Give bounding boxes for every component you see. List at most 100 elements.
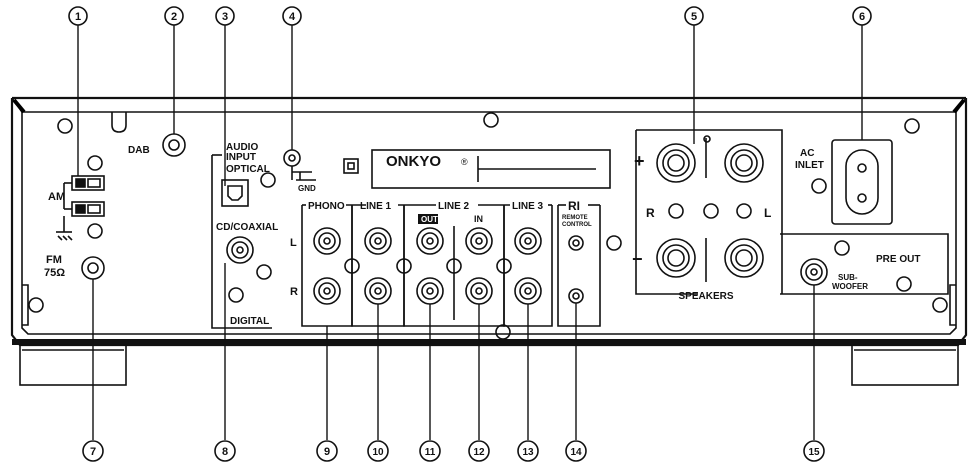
callout-14: 14 bbox=[565, 440, 587, 462]
right-foot bbox=[851, 344, 959, 386]
callout-9: 9 bbox=[316, 440, 338, 462]
screw-hole bbox=[396, 258, 412, 274]
line3-r-jack[interactable] bbox=[514, 277, 542, 305]
optical-label: OPTICAL bbox=[226, 164, 270, 175]
ac-inlet-socket[interactable] bbox=[831, 139, 893, 225]
callout-4: 4 bbox=[282, 6, 302, 26]
screw-hole bbox=[606, 235, 622, 251]
speaker-right-label: R bbox=[646, 206, 655, 220]
screw-hole bbox=[932, 297, 948, 313]
coaxial-digital-input[interactable] bbox=[226, 236, 254, 264]
brand-plate: ONKYO ® bbox=[343, 149, 611, 189]
phono-l-jack[interactable] bbox=[313, 227, 341, 255]
callout-7: 7 bbox=[82, 440, 104, 462]
callout-1: 1 bbox=[68, 6, 88, 26]
am-label: AM bbox=[48, 191, 65, 203]
remote-label: REMOTE bbox=[562, 215, 588, 221]
svg-text:10: 10 bbox=[372, 447, 384, 458]
speaker-l-minus-terminal[interactable] bbox=[724, 238, 764, 278]
subwoofer-pre-out-jack[interactable] bbox=[800, 258, 828, 286]
phono-label: PHONO bbox=[308, 201, 345, 212]
line1-l-jack[interactable] bbox=[364, 227, 392, 255]
gnd-terminal[interactable] bbox=[283, 149, 301, 167]
fm-label: FM bbox=[46, 254, 62, 266]
woofer-label: WOOFER bbox=[832, 282, 868, 291]
ri-logo: RI bbox=[568, 199, 580, 213]
in-label: IN bbox=[474, 214, 483, 224]
inlet-label: INLET bbox=[795, 160, 824, 171]
speaker-l-plus-terminal[interactable] bbox=[724, 143, 764, 183]
screw-hole bbox=[896, 276, 912, 292]
screw-hole bbox=[87, 155, 103, 171]
pre-out-section: PRE OUT SUB- WOOFER bbox=[780, 233, 949, 295]
svg-text:12: 12 bbox=[473, 447, 485, 458]
optical-digital-input[interactable] bbox=[221, 179, 249, 207]
svg-text:6: 6 bbox=[859, 11, 865, 23]
callout-3: 3 bbox=[215, 6, 235, 26]
out-badge bbox=[418, 214, 438, 224]
svg-text:13: 13 bbox=[522, 447, 534, 458]
brand-registered-mark: ® bbox=[461, 157, 468, 167]
svg-text:15: 15 bbox=[808, 447, 820, 458]
leader-lines bbox=[77, 25, 863, 440]
am-antenna-terminals[interactable] bbox=[56, 175, 105, 241]
speakers-label: SPEAKERS bbox=[678, 291, 733, 302]
pre-out-label: PRE OUT bbox=[876, 254, 920, 265]
left-foot bbox=[19, 344, 127, 386]
screw-hole bbox=[736, 203, 752, 219]
analog-input-section: PHONO LINE 1 LINE 2 LINE 3 OUT IN L R RI… bbox=[290, 199, 622, 340]
callout-5: 5 bbox=[684, 6, 704, 26]
screw-hole bbox=[495, 324, 511, 340]
svg-text:9: 9 bbox=[324, 446, 330, 458]
svg-text:7: 7 bbox=[90, 446, 96, 458]
line2-out-l-jack[interactable] bbox=[416, 227, 444, 255]
screw-hole bbox=[87, 223, 103, 239]
digital-label: DIGITAL bbox=[230, 316, 269, 327]
callout-6: 6 bbox=[852, 6, 872, 26]
dab-antenna-jack[interactable] bbox=[162, 133, 186, 157]
right-channel-label: R bbox=[290, 286, 298, 298]
ri-jack-bottom[interactable] bbox=[568, 288, 584, 304]
screw-hole bbox=[57, 118, 73, 134]
screw-hole bbox=[496, 258, 512, 274]
screw-hole bbox=[28, 297, 44, 313]
line2-in-r-jack[interactable] bbox=[465, 277, 493, 305]
svg-text:14: 14 bbox=[570, 447, 582, 458]
control-label: CONTROL bbox=[562, 222, 592, 228]
phono-r-jack[interactable] bbox=[313, 277, 341, 305]
svg-text:4: 4 bbox=[289, 11, 296, 23]
fm-impedance-label: 75Ω bbox=[44, 267, 65, 279]
callout-10: 10 bbox=[367, 440, 389, 462]
speaker-r-plus-terminal[interactable] bbox=[656, 143, 696, 183]
line1-r-jack[interactable] bbox=[364, 277, 392, 305]
line3-l-jack[interactable] bbox=[514, 227, 542, 255]
sub-label: SUB- bbox=[838, 273, 858, 282]
audio-input-label-line2: INPUT bbox=[226, 152, 256, 163]
brand-logo: ONKYO bbox=[386, 153, 441, 170]
svg-text:8: 8 bbox=[222, 446, 228, 458]
ac-label: AC bbox=[800, 148, 814, 159]
callout-11: 11 bbox=[419, 440, 441, 462]
out-label: OUT bbox=[421, 215, 438, 224]
screw-hole bbox=[834, 240, 850, 256]
svg-text:2: 2 bbox=[171, 11, 177, 23]
gnd-label: GND bbox=[298, 184, 316, 193]
screw-hole bbox=[703, 203, 719, 219]
cd-coaxial-label: CD/COAXIAL bbox=[216, 222, 278, 233]
ri-jack-top[interactable] bbox=[568, 235, 584, 251]
chassis bbox=[10, 96, 968, 386]
fm-antenna-jack[interactable] bbox=[81, 256, 105, 280]
speaker-plus-label: + bbox=[634, 151, 645, 171]
line2-out-r-jack[interactable] bbox=[416, 277, 444, 305]
speaker-r-minus-terminal[interactable] bbox=[656, 238, 696, 278]
screw-hole bbox=[483, 112, 499, 128]
line3-label: LINE 3 bbox=[512, 201, 544, 212]
line2-in-l-jack[interactable] bbox=[465, 227, 493, 255]
speaker-minus-label: − bbox=[632, 249, 643, 269]
callout-13: 13 bbox=[517, 440, 539, 462]
svg-text:1: 1 bbox=[75, 11, 81, 23]
line2-label: LINE 2 bbox=[438, 201, 470, 212]
ac-inlet-section: AC INLET bbox=[795, 139, 893, 225]
left-channel-label: L bbox=[290, 237, 297, 249]
